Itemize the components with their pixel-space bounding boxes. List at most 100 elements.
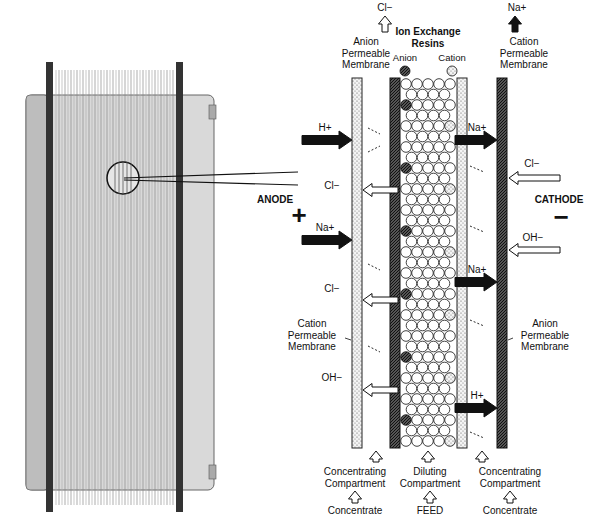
cell-line <box>149 70 150 505</box>
cell-line <box>86 70 87 505</box>
resin-bead <box>412 268 423 279</box>
cell-line <box>65 70 66 505</box>
resin-bead <box>434 310 445 321</box>
resin-bead <box>445 184 456 195</box>
resin-bead <box>417 131 428 142</box>
resin-bead <box>445 247 456 258</box>
resin-bead <box>423 100 434 111</box>
resin-bead <box>423 184 434 195</box>
cell-line <box>140 70 141 505</box>
resin-bead <box>401 163 412 174</box>
membranes <box>352 78 507 448</box>
resin-bead <box>434 100 445 111</box>
cell-line <box>59 70 60 505</box>
ion-arrow <box>504 491 517 503</box>
resin-bead <box>412 373 423 384</box>
stream-label: Concentrate <box>475 505 545 517</box>
migration-dash <box>470 226 484 232</box>
resin-bead <box>412 79 423 90</box>
resin-bead <box>428 173 439 184</box>
compartment-label: Concentrating Compartment <box>319 466 391 489</box>
resin-bead <box>406 404 417 415</box>
resin-bead <box>423 268 434 279</box>
resin-bead <box>417 341 428 352</box>
ion-arrow <box>455 273 497 291</box>
ion-arrow <box>302 131 352 149</box>
migration-dash <box>368 346 380 352</box>
ion-arrow <box>509 16 522 32</box>
resin-bead <box>439 173 450 184</box>
resin-bead <box>417 152 428 163</box>
resin-bead <box>417 299 428 310</box>
resin-bead <box>401 436 412 447</box>
resin-bead <box>434 142 445 153</box>
ion-arrow <box>455 399 497 417</box>
resin-bead <box>428 425 439 436</box>
ion-label: H+ <box>312 122 338 134</box>
resin-bead <box>412 310 423 321</box>
resin-bead <box>417 110 428 121</box>
cell-line <box>122 70 123 505</box>
cell-line <box>92 70 93 505</box>
membrane-label: Anion Permeable Membrane <box>337 36 395 71</box>
resin-bead <box>412 394 423 405</box>
resin-bead <box>445 226 456 237</box>
resin-bead <box>445 268 456 279</box>
resin-bead <box>406 362 417 373</box>
resin-bead <box>434 373 445 384</box>
ion-arrow <box>509 244 560 257</box>
resin-bead <box>423 310 434 321</box>
resin-bead <box>417 362 428 373</box>
resin-bead <box>401 142 412 153</box>
resin-bead <box>417 236 428 247</box>
cell-line <box>101 70 102 505</box>
resin-bead <box>445 352 456 363</box>
resin-bead <box>439 215 450 226</box>
resin-bead <box>412 436 423 447</box>
cell-line <box>131 70 132 505</box>
resin-bead <box>423 79 434 90</box>
resin-bead <box>406 194 417 205</box>
resin-bead <box>434 331 445 342</box>
resin-bead <box>401 289 412 300</box>
resin-bead <box>445 163 456 174</box>
resin-bead <box>428 89 439 100</box>
ion-arrow <box>363 294 398 307</box>
resin-bead <box>412 226 423 237</box>
ion-arrow <box>455 131 497 149</box>
resin-bead <box>434 79 445 90</box>
ion-label: H+ <box>464 390 490 402</box>
resin-bead <box>428 299 439 310</box>
resin-bead <box>423 394 434 405</box>
cell-line <box>125 70 126 505</box>
cell-line <box>56 70 57 505</box>
ion-arrow <box>509 172 560 185</box>
resin-bead <box>445 121 456 132</box>
resin-bead <box>412 247 423 258</box>
resin-bead <box>417 173 428 184</box>
resin-bead <box>406 236 417 247</box>
resin-bead <box>434 268 445 279</box>
cell-line <box>155 70 156 505</box>
stream-label: FEED <box>405 505 455 517</box>
resin-bead <box>401 226 412 237</box>
resin-bead <box>406 425 417 436</box>
resin-bead <box>401 352 412 363</box>
migration-dash <box>470 166 484 172</box>
resin-bead <box>417 320 428 331</box>
cell-line <box>134 70 135 505</box>
cell-line <box>95 70 96 505</box>
resin-bead <box>412 352 423 363</box>
ion-exchange-resins <box>401 79 456 447</box>
ion-label: OH− <box>518 232 548 244</box>
resin-bead <box>417 383 428 394</box>
resin-bead <box>401 268 412 279</box>
membrane-label: Anion Permeable Membrane <box>514 318 576 353</box>
resin-bead <box>417 404 428 415</box>
resin-bead <box>412 121 423 132</box>
resin-bead <box>423 226 434 237</box>
resin-bead <box>434 226 445 237</box>
compartment-label: Concentrating Compartment <box>474 466 546 489</box>
resin-bead <box>445 79 456 90</box>
